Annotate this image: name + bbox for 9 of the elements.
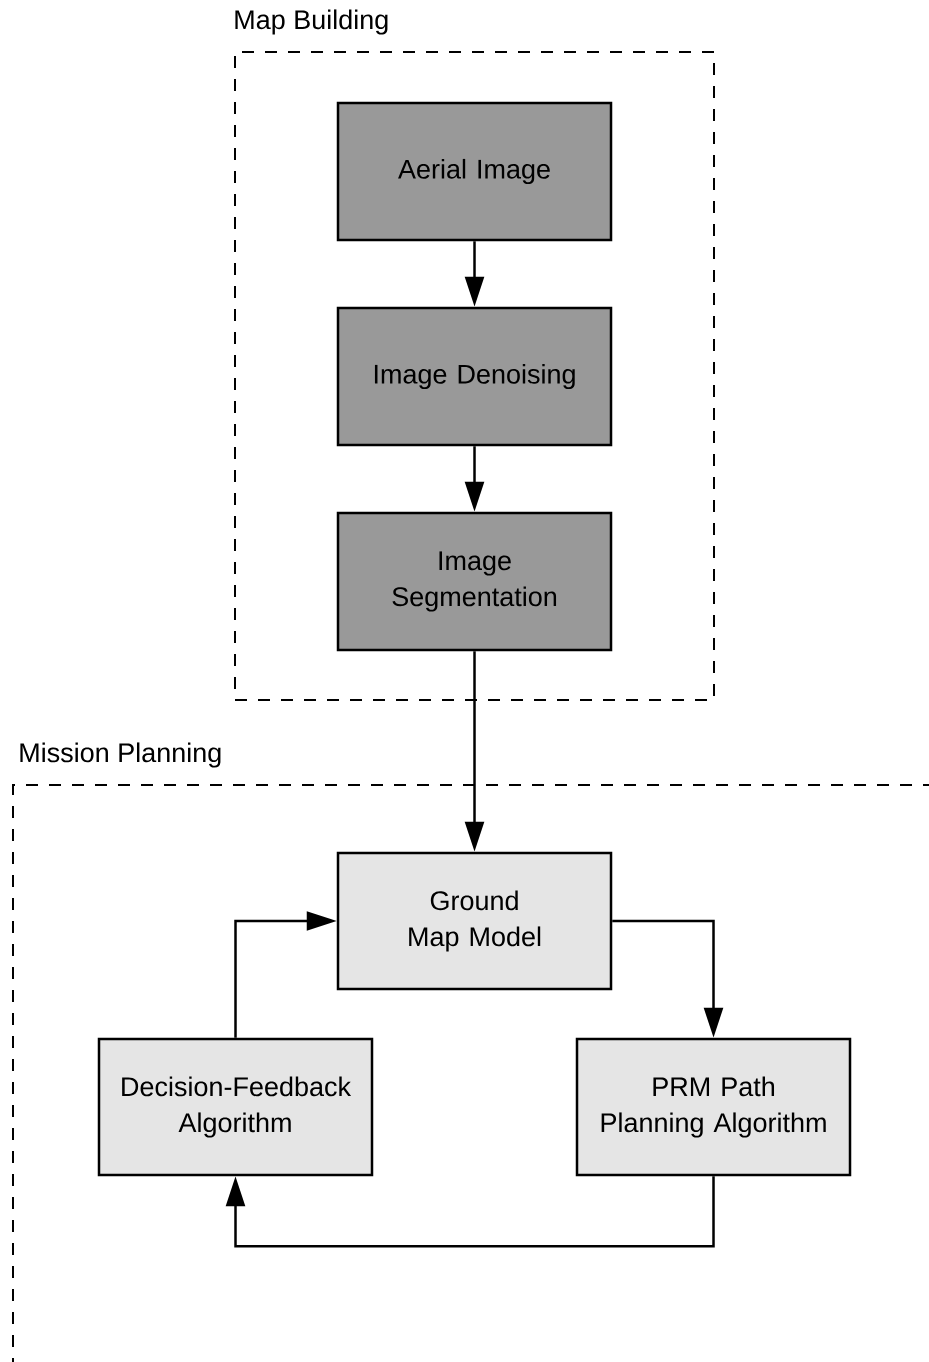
process-box: Image Denoising	[336, 306, 613, 447]
process-box: Decision-Feedback Algorithm	[97, 1037, 374, 1177]
process-box: Aerial Image	[336, 101, 613, 242]
group-title: Mission Planning	[20, 742, 221, 768]
process-box: PRM Path Planning Algorithm	[575, 1037, 852, 1177]
arrow	[225, 1176, 715, 1248]
process-box: Ground Map Model	[336, 851, 613, 991]
process-box: Image Segmentation	[336, 511, 613, 652]
group-title: Map Building	[235, 9, 388, 35]
